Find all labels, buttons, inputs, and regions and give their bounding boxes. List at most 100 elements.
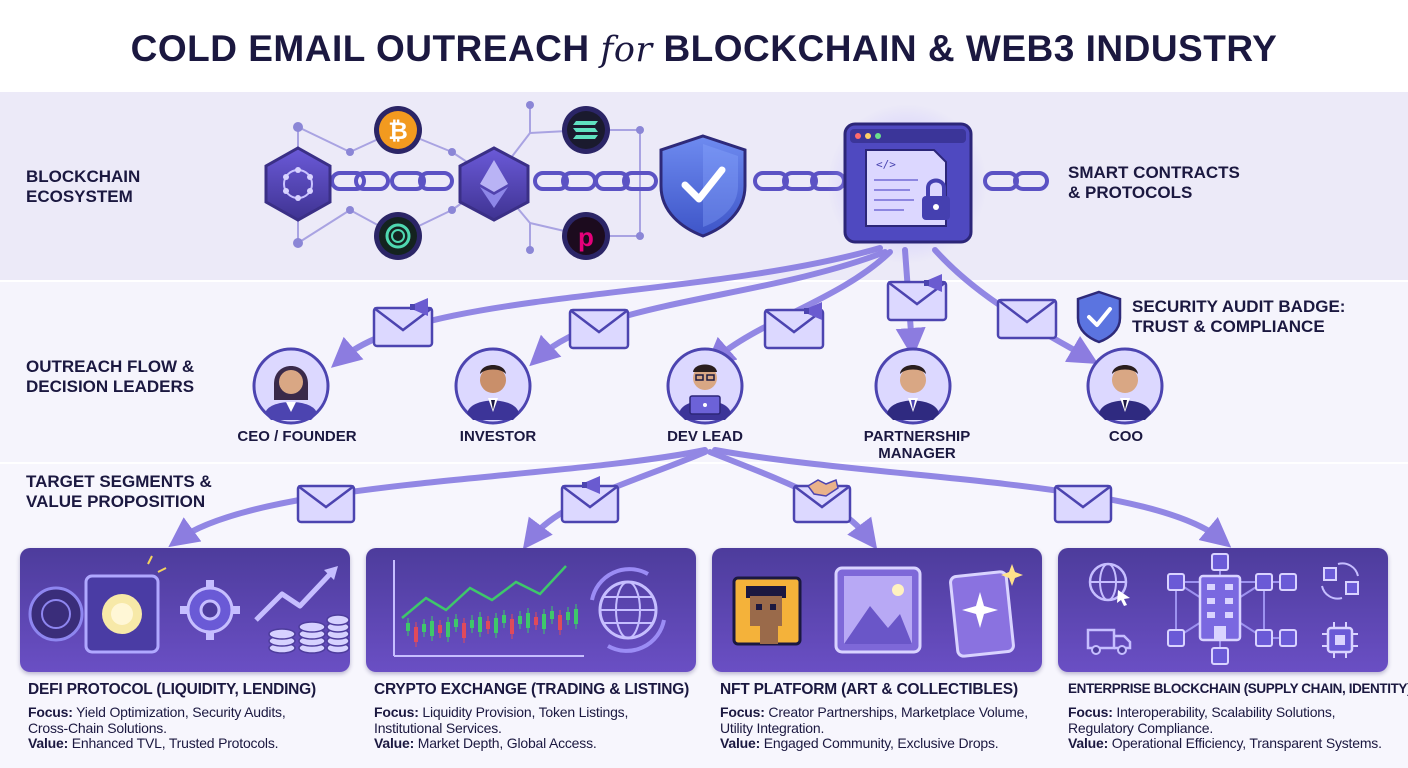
value-text: Enhanced TVL, Trusted Protocols. [71, 735, 279, 751]
avatar-partnership-icon [874, 347, 952, 425]
title-part1: COLD EMAIL OUTREACH [130, 28, 601, 69]
label-line: SMART CONTRACTS [1068, 163, 1240, 182]
section-label-outreach: OUTREACH FLOW & DECISION LEADERS [26, 357, 194, 397]
candle-body [470, 620, 474, 628]
label-line: PARTNERSHIP [863, 428, 971, 445]
svg-text:p: p [578, 222, 594, 252]
envelope-icon [996, 298, 1058, 340]
smart-contract-lock-icon: </> [827, 104, 987, 264]
candle-body [454, 619, 458, 627]
avatar-coo-icon [1086, 347, 1164, 425]
value-label: Value: [374, 735, 415, 751]
candle-body [510, 619, 514, 634]
label-line: COO [1108, 428, 1144, 445]
candle-body [478, 617, 482, 632]
envelope-icon [296, 484, 356, 524]
enterprise-panel [1058, 548, 1388, 672]
section-label-ecosystem: BLOCKCHAIN ECOSYSTEM [26, 167, 140, 207]
avatar-dev-lead-icon [666, 347, 744, 425]
label-line: OUTREACH FLOW & [26, 357, 195, 376]
focus-label: Focus: [374, 704, 419, 720]
defi-panel [20, 548, 350, 672]
candlestick-chart-icon [406, 604, 578, 647]
candle-body [438, 625, 442, 633]
segment-desc-enterprise: Focus: Interoperability, Scalability Sol… [1068, 704, 1382, 752]
leader-label-investor: INVESTOR [408, 428, 588, 445]
focus-text: Interoperability, Scalability Solutions, [1116, 704, 1336, 720]
leader-label-dev-lead: DEV LEAD [615, 428, 795, 445]
candle-body [422, 624, 426, 632]
candle-body [430, 621, 434, 636]
envelope-icon [1053, 484, 1113, 524]
avatar-investor-icon [454, 347, 532, 425]
candle-body [486, 621, 490, 629]
value-text: Operational Efficiency, Transparent Syst… [1111, 735, 1382, 751]
blockchain-building-icon [1167, 553, 1297, 665]
candle-body [566, 612, 570, 620]
label-line: BLOCKCHAIN [26, 167, 141, 186]
focus-text-2: Utility Integration. [720, 719, 825, 736]
label-line: TRUST & COMPLIANCE [1132, 317, 1325, 336]
candle-body [462, 623, 466, 638]
leader-label-partnership: PARTNERSHIP MANAGER [827, 428, 1007, 462]
candle-body [574, 609, 578, 624]
megaphone-icon [410, 298, 428, 316]
focus-text-2: Regulatory Compliance. [1068, 719, 1214, 736]
candle-body [534, 617, 538, 625]
leader-label-ceo: CEO / FOUNDER [207, 428, 387, 445]
label-line: MANAGER [878, 445, 956, 462]
celo-icon [374, 212, 422, 260]
globe-cursor-icon [1088, 562, 1130, 606]
label-line: INVESTOR [459, 428, 537, 445]
focus-text: Yield Optimization, Security Audits, [76, 704, 286, 720]
candle-body [526, 613, 530, 628]
value-text: Engaged Community, Exclusive Drops. [763, 735, 999, 751]
pixel-avatar-icon [732, 576, 802, 646]
svg-text:</>: </> [876, 158, 896, 171]
candle-body [502, 615, 506, 623]
megaphone-icon [804, 302, 822, 320]
section-label-segments: TARGET SEGMENTS & VALUE PROPOSITION [26, 472, 212, 512]
section-label-smart-contracts: SMART CONTRACTS & PROTOCOLS [1068, 163, 1240, 203]
envelope-icon [372, 306, 434, 348]
growth-chart-icon [254, 566, 350, 654]
value-label: Value: [28, 735, 69, 751]
label-line: ECOSYSTEM [26, 187, 133, 206]
candle-body [494, 618, 498, 633]
envelope-icon [560, 484, 620, 524]
label-line: DECISION LEADERS [26, 377, 195, 396]
exchange-panel [366, 548, 696, 672]
focus-text: Creator Partnerships, Marketplace Volume… [768, 704, 1028, 720]
svg-text:₿: ₿ [388, 118, 408, 145]
focus-label: Focus: [1068, 704, 1113, 720]
network-nodes [293, 101, 644, 254]
globe-exchange-icon [590, 567, 666, 653]
gear-icon [180, 580, 240, 640]
segment-title-defi: DEFI PROTOCOL (LIQUIDITY, LENDING) [28, 681, 316, 698]
handshake-icon [806, 478, 839, 497]
megaphone-icon [582, 476, 600, 494]
enterprise-illustration [1086, 553, 1359, 665]
leader-label-coo: COO [1036, 428, 1216, 445]
outreach-flow-arrows [330, 245, 1099, 368]
envelope-icon [568, 308, 630, 350]
page-title: COLD EMAIL OUTREACH for BLOCKCHAIN & WEB… [0, 28, 1408, 70]
segment-title-enterprise: ENTERPRISE BLOCKCHAIN (SUPPLY CHAIN, IDE… [1068, 681, 1408, 696]
truck-icon [1086, 628, 1132, 655]
cubes-sync-icon [1321, 562, 1359, 600]
segment-desc-defi: Focus: Yield Optimization, Security Audi… [28, 704, 286, 752]
nft-illustration [732, 564, 1023, 658]
chip-icon [1322, 622, 1358, 658]
candle-body [518, 616, 522, 624]
title-part2: BLOCKCHAIN & WEB3 INDUSTRY [652, 28, 1278, 69]
label-line: CEO / FOUNDER [237, 428, 357, 445]
label-line: TARGET SEGMENTS & [26, 472, 212, 491]
megaphone-icon [924, 274, 942, 292]
label-line: SECURITY AUDIT BADGE: [1132, 297, 1346, 316]
focus-label: Focus: [720, 704, 765, 720]
title-for: for [600, 30, 653, 70]
exchange-illustration [393, 560, 666, 657]
label-line: & PROTOCOLS [1068, 183, 1193, 202]
solana-icon [562, 106, 610, 154]
nft-card-sparkle-icon [949, 564, 1023, 658]
